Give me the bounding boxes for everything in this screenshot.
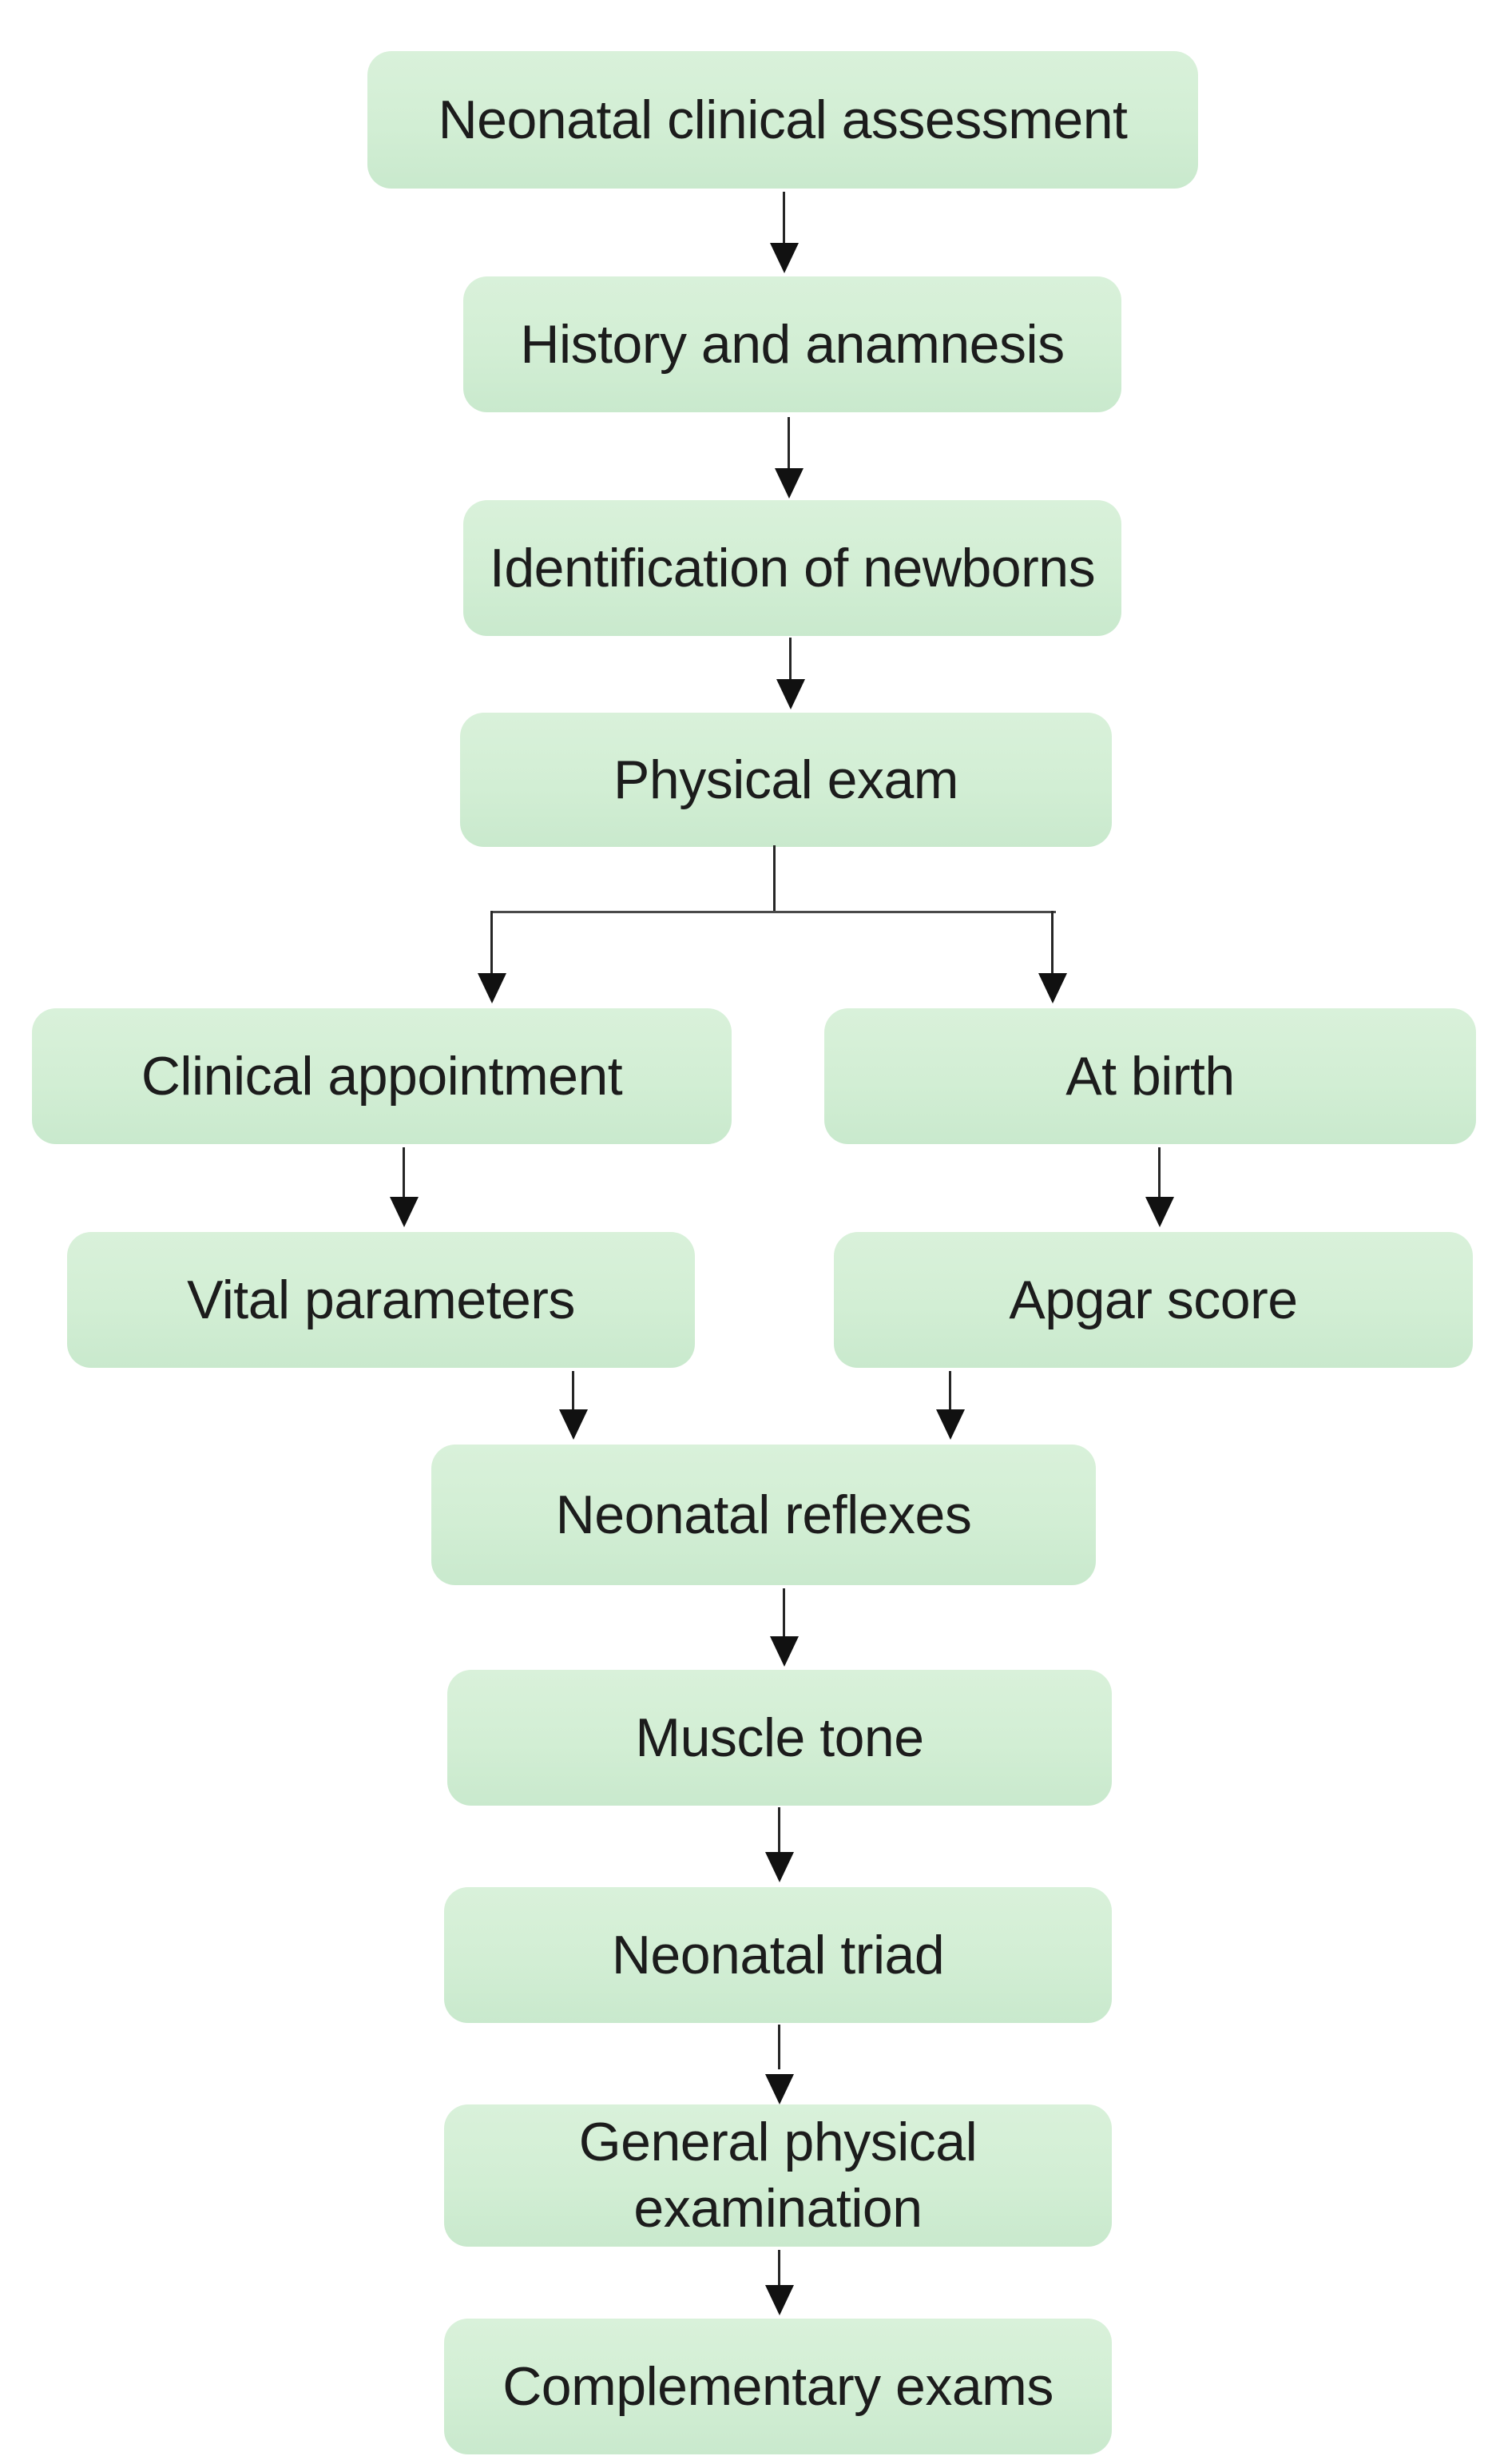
node-neonatal-reflexes: Neonatal reflexes [431,1445,1096,1585]
arrow-stem-physical-clinical-appointment [490,911,493,973]
node-label: Physical exam [613,749,958,810]
branch-connector-line [490,911,1056,913]
node-label: Neonatal reflexes [555,1484,972,1545]
node-label: Vital parameters [187,1269,575,1330]
node-identification-of-newborns: Identification of newborns [463,500,1121,636]
node-at-birth: At birth [824,1008,1476,1144]
arrow-head-reflexes-muscle [770,1636,799,1667]
node-label: Complementary exams [502,2355,1054,2417]
arrow-head-appointment-vital [390,1197,419,1227]
arrow-head-history-identification [775,468,804,499]
node-clinical-appointment: Clinical appointment [32,1008,732,1144]
node-neonatal-triad: Neonatal triad [444,1887,1112,2023]
arrow-stem-reflexes-muscle [783,1588,785,1636]
node-label: Muscle tone [635,1707,924,1768]
node-label: Neonatal triad [611,1924,945,1985]
arrow-head-assessment-history [770,243,799,273]
node-label: Identification of newborns [489,537,1096,598]
node-general-physical-examination: General physical examination [444,2104,1112,2247]
arrow-head-vital-reflexes [559,1409,588,1440]
arrow-head-apgar-reflexes [936,1409,965,1440]
arrow-head-triad-general [765,2074,794,2104]
node-vital-parameters: Vital parameters [67,1232,695,1368]
arrow-stem-muscle-triad [778,1807,780,1852]
arrow-head-birth-apgar [1145,1197,1174,1227]
arrow-head-muscle-triad [765,1852,794,1882]
arrow-stem-appointment-vital [403,1147,405,1197]
arrow-head-physical-at-birth [1038,973,1067,1003]
node-neonatal-clinical-assessment: Neonatal clinical assessment [367,51,1198,189]
arrow-head-general-complementary [765,2285,794,2315]
node-apgar-score: Apgar score [834,1232,1473,1368]
node-complementary-exams: Complementary exams [444,2319,1112,2454]
node-label: Neonatal clinical assessment [438,89,1128,150]
arrow-stem-vital-reflexes [572,1371,574,1409]
arrow-stem-history-identification [788,417,790,468]
branch-connector-stem [773,845,776,912]
node-muscle-tone: Muscle tone [447,1670,1112,1806]
arrow-head-physical-clinical-appointment [478,973,506,1003]
node-label: Clinical appointment [141,1045,623,1107]
arrow-stem-triad-general [778,2025,780,2069]
arrow-stem-identification-physical [789,638,792,679]
node-label: Apgar score [1009,1269,1298,1330]
node-physical-exam: Physical exam [460,713,1112,847]
node-label: History and anamnesis [520,313,1065,375]
node-history-and-anamnesis: History and anamnesis [463,276,1121,412]
arrow-stem-birth-apgar [1158,1147,1161,1197]
node-label: General physical examination [578,2112,978,2239]
node-label: At birth [1065,1045,1235,1107]
arrow-stem-general-complementary [778,2250,780,2285]
arrow-stem-apgar-reflexes [949,1371,951,1409]
arrow-stem-physical-at-birth [1051,911,1054,973]
arrow-stem-assessment-history [783,192,785,243]
arrow-head-identification-physical [776,679,805,709]
